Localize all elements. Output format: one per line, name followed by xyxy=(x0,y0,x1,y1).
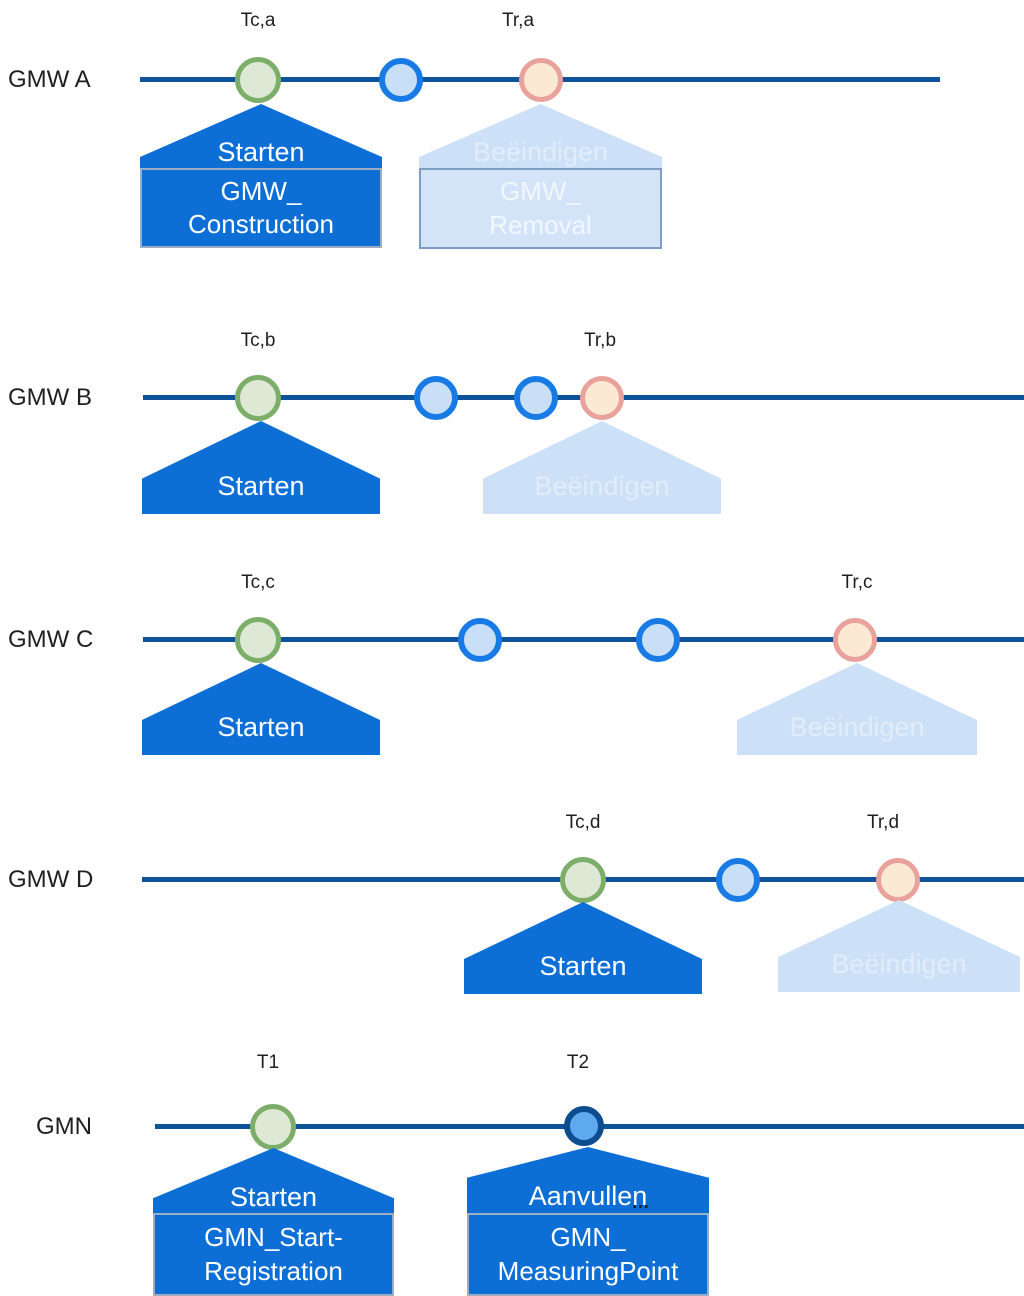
removal-event-marker xyxy=(876,858,920,902)
callout-title: Starten xyxy=(217,137,305,168)
ellipsis-indicator: … xyxy=(631,1192,653,1212)
start-event-marker xyxy=(250,1104,296,1150)
box-line: GMN_Start- xyxy=(204,1222,343,1253)
callout-box-gmn-measuringpoint: GMN_ MeasuringPoint xyxy=(467,1213,709,1296)
callout-starten-gmw-c: Starten xyxy=(142,663,380,755)
time-label-tc-d: Tc,d xyxy=(565,812,601,833)
box-line: MeasuringPoint xyxy=(497,1255,679,1286)
start-event-marker xyxy=(560,857,606,903)
start-event-marker xyxy=(235,617,281,663)
box-line: GMW_ xyxy=(220,175,302,206)
time-label-t2: T2 xyxy=(566,1052,590,1073)
callout-title: Starten xyxy=(229,1182,318,1213)
removal-event-marker xyxy=(833,618,877,662)
box-line: GMW_ xyxy=(500,176,581,207)
intermediate-event-marker xyxy=(379,58,423,102)
time-label-tc-c: Tc,c xyxy=(241,572,275,593)
intermediate-event-marker xyxy=(458,618,502,662)
removal-event-marker xyxy=(580,376,624,420)
callout-title: Beëindigen xyxy=(472,137,609,168)
removal-event-marker xyxy=(519,58,563,102)
callout-beeindigen-gmw-a: Beëindigen xyxy=(419,104,662,172)
time-label-tc-a: Tc,a xyxy=(240,10,276,31)
callout-title: Beëindigen xyxy=(831,949,967,980)
row-label-gmw-d: GMW D xyxy=(8,866,94,893)
start-event-marker xyxy=(235,57,281,103)
callout-title: Starten xyxy=(217,471,305,502)
row-label-gmw-a: GMW A xyxy=(8,66,91,93)
box-line: Removal xyxy=(489,209,592,240)
callout-title: Aanvullen xyxy=(528,1181,648,1212)
time-label-tc-b: Tc,b xyxy=(240,330,276,351)
callout-starten-gmw-d: Starten xyxy=(464,902,702,994)
timeline-line-gmw-c xyxy=(143,637,1024,642)
box-line: GMN_ xyxy=(550,1222,626,1253)
callout-beeindigen-gmw-c: Beëindigen xyxy=(737,663,977,755)
row-label-gmw-b: GMW B xyxy=(8,384,92,411)
measuring-point-event-marker xyxy=(564,1106,604,1146)
callout-beeindigen-gmw-d: Beëindigen xyxy=(778,900,1020,992)
callout-starten-gmw-b: Starten xyxy=(142,421,380,514)
callout-title: Starten xyxy=(539,951,627,982)
box-line: Registration xyxy=(204,1255,343,1286)
intermediate-event-marker xyxy=(514,376,558,420)
start-event-marker xyxy=(235,375,281,421)
box-line: Construction xyxy=(188,209,334,239)
intermediate-event-marker xyxy=(636,618,680,662)
time-label-tr-c: Tr,c xyxy=(841,572,873,593)
callout-beeindigen-gmw-b: Beëindigen xyxy=(483,421,721,514)
callout-title: Beëindigen xyxy=(534,471,670,502)
callout-box-gmw-removal: GMW_ Removal xyxy=(419,168,662,249)
row-label-gmn: GMN xyxy=(36,1113,92,1140)
callout-title: Starten xyxy=(217,712,305,743)
callout-box-gmw-construction: GMW_ Construction xyxy=(140,168,382,248)
time-label-tr-d: Tr,d xyxy=(866,812,900,833)
row-label-gmw-c: GMW C xyxy=(8,626,94,653)
callout-starten-gmw-a: Starten xyxy=(140,104,382,172)
time-label-tr-a: Tr,a xyxy=(501,10,535,31)
time-label-tr-b: Tr,b xyxy=(583,330,617,351)
callout-starten-gmn: Starten xyxy=(153,1148,394,1215)
callout-box-gmn-start-registration: GMN_Start- Registration xyxy=(153,1213,394,1296)
intermediate-event-marker xyxy=(414,376,458,420)
callout-title: Beëindigen xyxy=(789,712,925,743)
time-label-t1: T1 xyxy=(256,1052,280,1073)
intermediate-event-marker xyxy=(716,858,760,902)
